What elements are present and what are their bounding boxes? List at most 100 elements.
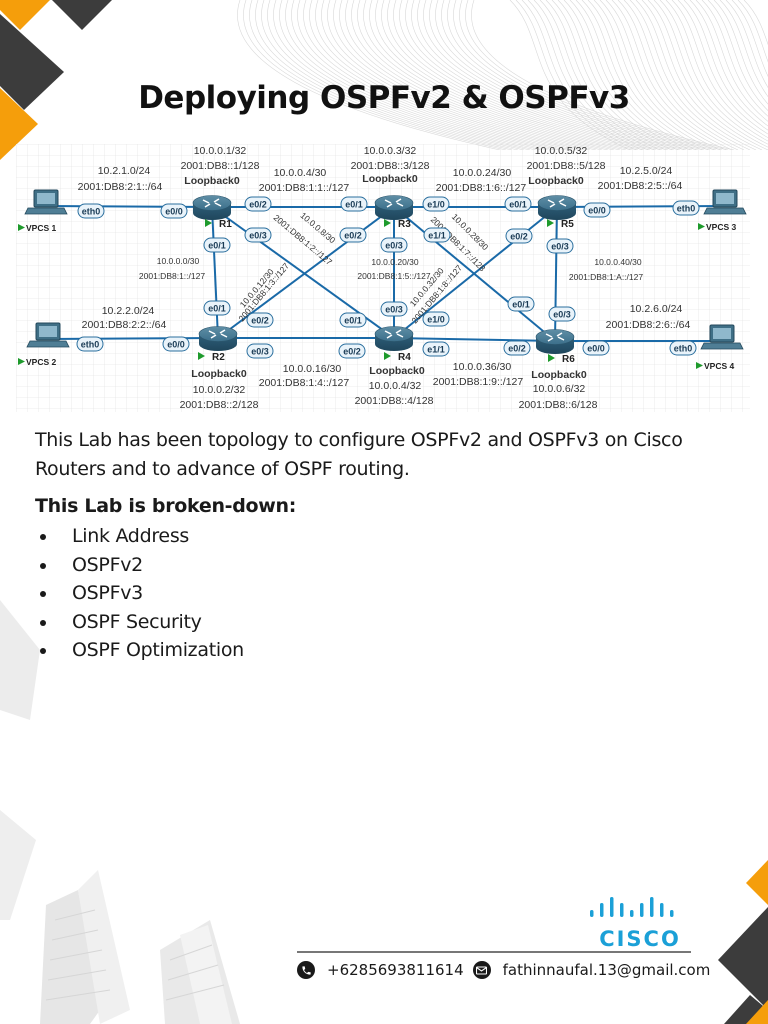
port-label: e0/3 [385,241,403,251]
host-name: VPCS 1 [26,223,57,233]
port-label: e0/2 [249,200,267,210]
port-badge [380,301,408,317]
page-title: Deploying OSPFv2 & OSPFv3 [138,80,630,116]
port-label: eth0 [81,340,100,350]
interface-port: e0/1 [340,196,368,212]
email-address[interactable]: fathinnaufal.13@gmail.com [502,961,711,979]
interface-port: e0/1 [203,300,231,316]
subnet-ipv4-label: 10.0.0.16/30 [283,363,342,375]
interface-port: eth0 [672,200,700,216]
subnet-ipv6-label: 2001:DB8:1:1::/127 [259,182,350,194]
running-indicator-icon [696,362,703,369]
interface-port: e0/0 [582,340,610,356]
router-name: R3 [398,219,411,230]
interface-port: e0/1 [339,312,367,328]
subnet-ipv6-label: 2001:DB8:1:5::/127 [357,271,431,281]
router-name: R6 [562,354,575,365]
breakdown-item: OSPFv2 [40,551,244,580]
port-badge [582,340,610,356]
vpcs-host-node[interactable]: VPCS 4 [696,324,744,371]
running-indicator-icon [547,219,554,227]
router-icon [537,195,577,220]
port-badge [507,296,535,312]
port-badge [504,196,532,212]
interface-port: e0/3 [548,306,576,322]
loopback-ipv4: 10.0.0.5/32 [535,145,588,157]
contact-info: +6285693811614 fathinnaufal.13@gmail.com [297,958,710,982]
subnet-ipv4-label: 10.0.0.36/30 [453,361,512,373]
interface-port: e0/3 [546,238,574,254]
port-badge [669,340,697,356]
computer-icon [24,189,68,215]
port-label: e0/0 [165,207,183,217]
router-icon [198,326,238,351]
interface-port: e0/0 [583,202,611,218]
port-badge [339,227,367,243]
router-icon [374,195,414,220]
network-link [211,206,219,339]
port-badge [203,300,231,316]
host-name: VPCS 3 [706,222,737,232]
cisco-logo-text: CISCO [599,927,681,950]
phone-number[interactable]: +6285693811614 [327,961,464,979]
breakdown-heading: This Lab is broken-down: [35,495,297,517]
port-label: e0/3 [249,231,267,241]
port-label: eth0 [674,344,693,354]
vpcs-host-node[interactable]: VPCS 3 [698,189,747,232]
port-label: e0/2 [508,344,526,354]
subnet-ipv6-label: 2001:DB8:2:1::/64 [78,181,163,193]
port-label: e0/1 [208,304,226,314]
router-name: R2 [212,352,225,363]
port-badge [422,311,450,327]
vpcs-host-node[interactable]: VPCS 1 [18,189,68,233]
router-name: R4 [398,352,411,363]
running-indicator-icon [384,352,391,360]
port-label: e0/0 [587,344,605,354]
interface-port: e1/1 [422,341,450,357]
port-label: e0/1 [208,241,226,251]
port-badge [423,227,451,243]
port-badge [422,196,450,212]
subnet-ipv6-label: 2001:DB8:1:6::/127 [436,182,527,194]
subnet-ipv6-label: 2001:DB8:2:2::/64 [82,319,167,331]
port-label: e1/1 [427,345,445,355]
interface-port: e0/3 [380,301,408,317]
computer-icon [703,189,747,215]
port-label: e0/3 [385,305,403,315]
running-indicator-icon [548,354,555,362]
subnet-ipv4-label: 10.0.0.24/30 [453,167,512,179]
port-label: e0/3 [251,347,269,357]
loopback-ipv6: 2001:DB8::6/128 [519,399,598,411]
port-badge [672,200,700,216]
port-label: e0/2 [251,316,269,326]
network-link [393,206,558,339]
lab-description: This Lab has been topology to configure … [35,429,683,480]
host-name: VPCS 4 [704,361,735,371]
running-indicator-icon [18,358,25,365]
port-badge [340,196,368,212]
loopback-ipv6: 2001:DB8::1/128 [181,160,260,172]
port-badge [503,340,531,356]
network-link [45,205,213,208]
port-label: e0/1 [512,300,530,310]
interface-port: e0/2 [339,227,367,243]
vpcs-host-node[interactable]: VPCS 2 [18,322,70,367]
port-badge [546,238,574,254]
subnet-ipv4-label: 10.2.1.0/24 [98,165,151,177]
interface-port: e0/3 [380,237,408,253]
loopback-ipv6: 2001:DB8::5/128 [527,160,606,172]
computer-icon [26,322,70,348]
interface-port: e1/1 [423,227,451,243]
subnet-ipv4-label: 10.0.0.40/30 [594,257,642,267]
interface-port: e0/2 [338,343,366,359]
port-badge [548,306,576,322]
port-badge [160,203,188,219]
network-link [217,206,395,339]
breakdown-item: Link Address [40,522,244,551]
